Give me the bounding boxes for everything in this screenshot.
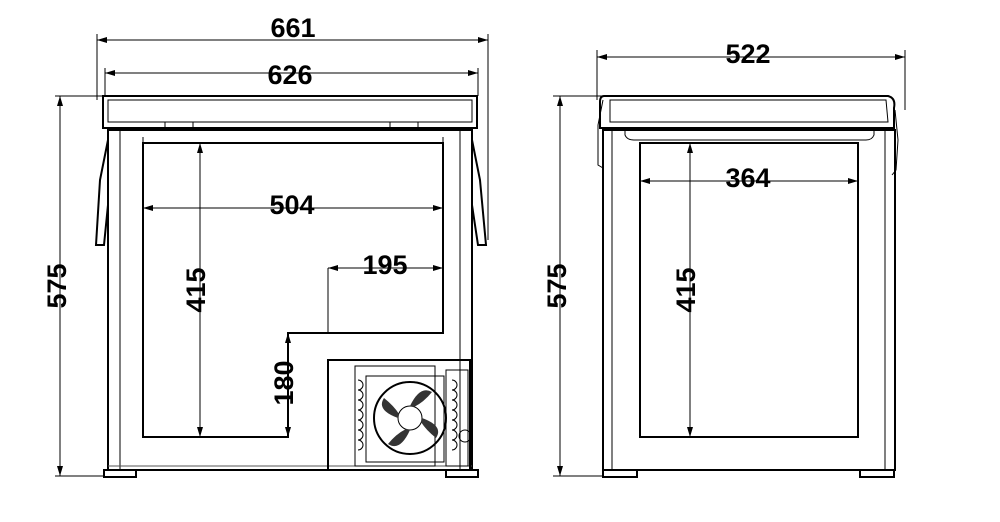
dim-inner-height: 415 xyxy=(181,267,211,312)
dim-overall-height: 575 xyxy=(42,263,72,308)
front-lid xyxy=(102,95,478,129)
side-inner-cavity xyxy=(639,142,859,438)
front-foot-left xyxy=(103,469,137,478)
front-foot-right xyxy=(445,469,479,478)
dim-inner-depth: 364 xyxy=(725,163,770,193)
dim-side-overall-height: 575 xyxy=(542,263,572,308)
dim-inner-width: 504 xyxy=(269,190,314,220)
dim-side-inner-height: 415 xyxy=(671,267,701,312)
compressor-unit xyxy=(327,359,472,471)
dim-overall-width: 661 xyxy=(270,13,315,43)
handle-right xyxy=(471,139,488,246)
front-body xyxy=(107,129,473,471)
handle-left xyxy=(94,139,109,246)
dim-body-width: 626 xyxy=(267,60,312,90)
dim-step-width: 195 xyxy=(362,250,407,280)
dim-overall-depth: 522 xyxy=(725,39,770,69)
side-body xyxy=(602,129,896,471)
fan-icon xyxy=(373,381,447,455)
side-lid xyxy=(599,95,896,129)
front-view: 661 626 575 504 415 195 180 xyxy=(42,13,489,478)
dim-step-height: 180 xyxy=(269,360,299,405)
side-foot-right xyxy=(859,469,895,478)
side-foot-left xyxy=(602,469,638,478)
side-view: 522 364 415 575 xyxy=(542,39,906,478)
